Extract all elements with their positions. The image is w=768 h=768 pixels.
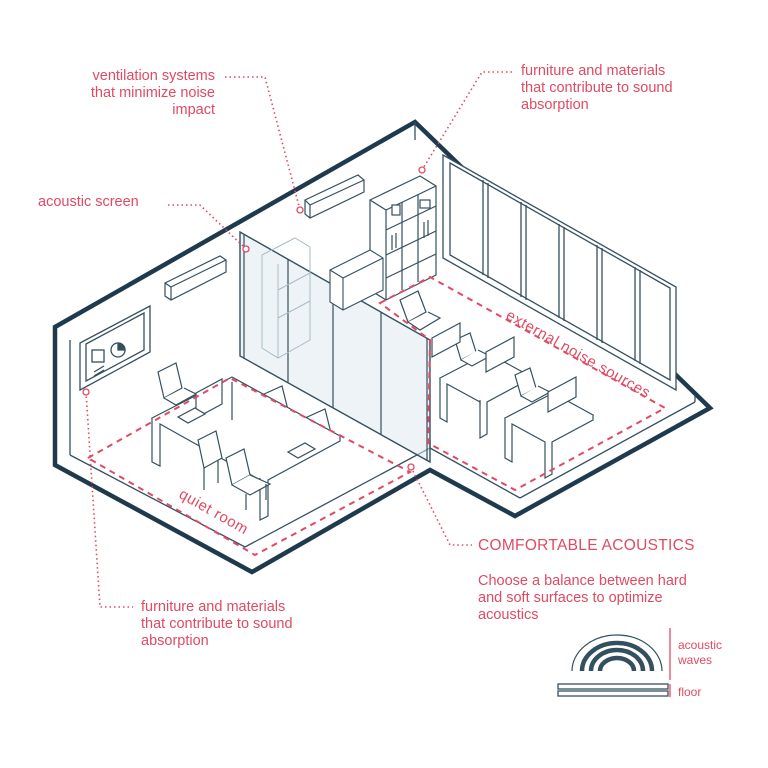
- room-inner-lines: [69, 122, 696, 548]
- furniture-top-line-1: furniture and materials: [521, 63, 666, 79]
- waves-line-2: waves: [678, 653, 713, 667]
- furniture-bottom-line-2: that contribute to sound: [141, 616, 293, 632]
- ac-unit-left: [164, 255, 227, 301]
- leader-lines: [85, 71, 512, 608]
- furniture-top-line-2: that contribute to sound: [521, 80, 673, 96]
- acoustic-waves-icon: [571, 634, 663, 672]
- desc-line-3: acoustics: [478, 607, 539, 623]
- open-space-desks: [399, 290, 595, 480]
- acoustic-waves-label: acoustic waves: [678, 638, 758, 668]
- acoustic-screen-label: acoustic screen: [38, 194, 139, 210]
- acoustic-waves-icon-outline: [585, 645, 649, 672]
- ventilation-line-3: impact: [172, 102, 215, 118]
- floor-icon: [557, 683, 669, 697]
- desc-line-1: Choose a balance between hard: [478, 573, 687, 589]
- furniture-bottom-line-1: furniture and materials: [141, 599, 286, 615]
- floor-label: floor: [678, 685, 702, 699]
- furniture-bottom-label: furniture and materials that contribute …: [141, 599, 371, 650]
- comfortable-acoustics-desc: Choose a balance between hard and soft s…: [478, 573, 748, 624]
- furniture-top-line-3: absorption: [521, 97, 589, 113]
- ventilation-line-1: ventilation systems: [92, 68, 216, 84]
- desc-line-2: and soft surfaces to optimize: [478, 590, 663, 606]
- acoustic-glass-screen: [239, 230, 431, 464]
- ventilation-line-2: that minimize noise: [90, 85, 215, 101]
- furniture-bottom-line-3: absorption: [141, 633, 209, 649]
- bookshelf: [369, 175, 437, 301]
- ventilation-label: ventilation systems that minimize noise …: [40, 68, 215, 119]
- leader-dots: [82, 166, 426, 471]
- meeting-table: [150, 362, 342, 521]
- comfortable-acoustics-title: COMFORTABLE ACOUSTICS: [478, 537, 695, 554]
- waves-line-1: acoustic: [678, 638, 723, 652]
- ac-unit-back: [304, 174, 365, 219]
- window-wall: [442, 153, 677, 392]
- whiteboard: [79, 304, 151, 392]
- external-noise-zone: [378, 275, 668, 492]
- furniture-top-label: furniture and materials that contribute …: [521, 63, 741, 114]
- quiet-room-zone: [85, 376, 413, 557]
